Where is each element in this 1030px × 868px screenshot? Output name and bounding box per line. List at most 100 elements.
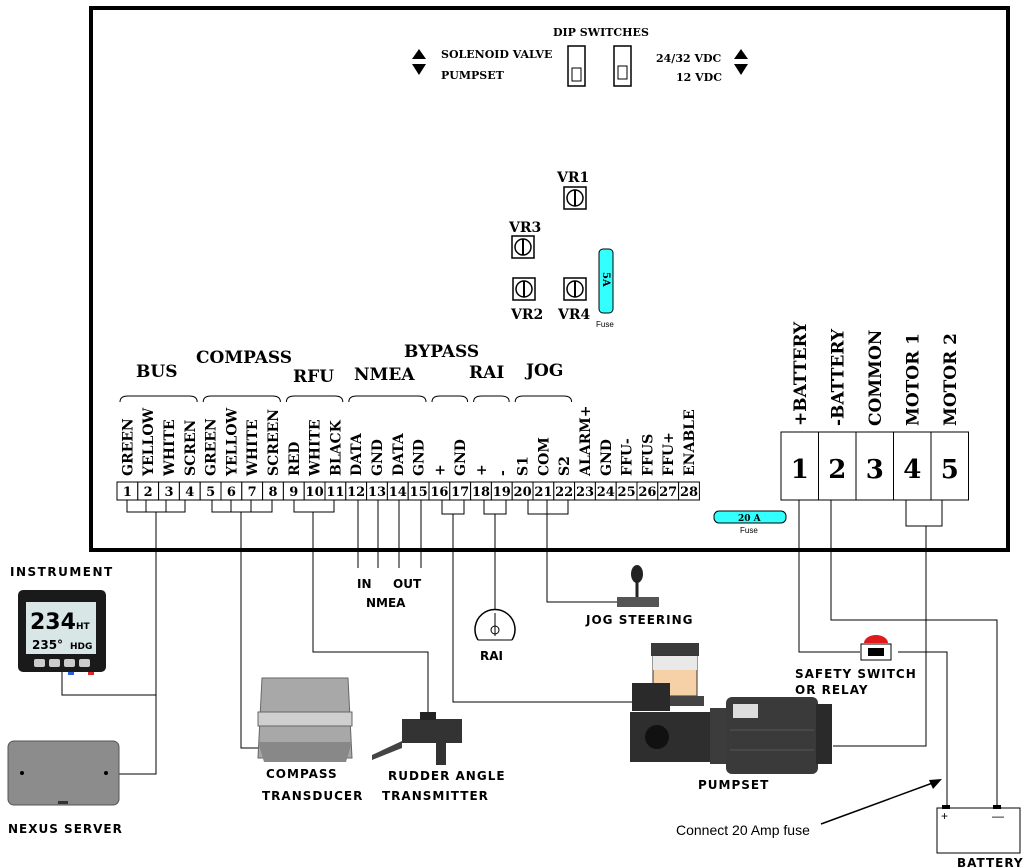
terminal-label: ALARM+ <box>578 406 594 477</box>
terminal-number: 2 <box>144 485 153 500</box>
instrument-unit: HT <box>76 622 91 632</box>
terminal-number: 20 <box>514 485 532 500</box>
nmea-out-label: OUT <box>393 577 422 591</box>
terminal-number: 16 <box>430 485 448 500</box>
group-braces <box>119 395 573 403</box>
terminal-number: 9 <box>289 485 298 500</box>
dip-2432v-label: 24/32 VDC <box>656 52 722 65</box>
nexus-label: NEXUS SERVER <box>8 822 123 836</box>
terminal-number: 14 <box>389 485 407 500</box>
rudder-label-2: TRANSMITTER <box>382 789 489 803</box>
power-terminal-label: -BATTERY <box>828 328 848 426</box>
down-arrow-icon <box>734 64 748 75</box>
power-terminal-number: 1 <box>791 455 809 485</box>
terminal-number: 1 <box>123 485 132 500</box>
terminal-number: 7 <box>248 485 257 500</box>
terminal-number: 17 <box>451 485 469 500</box>
terminal-label: GREEN <box>204 418 220 476</box>
power-terminal-5 <box>930 431 969 501</box>
instrument-button <box>79 659 90 667</box>
power-terminal-number: 3 <box>866 455 884 485</box>
vr3-label: VR3 <box>508 220 541 236</box>
dip-switch-panel: DIP SWITCHES SOLENOID VALVE PUMPSET 24/3… <box>412 26 748 87</box>
terminal-number: 25 <box>618 485 636 500</box>
fuse-20a <box>713 510 787 524</box>
group-compass: COMPASS <box>196 348 292 368</box>
group-nmea: NMEA <box>354 365 415 385</box>
instrument-button <box>64 659 75 667</box>
terminal-number: 12 <box>347 485 365 500</box>
power-terminal-1 <box>780 431 819 501</box>
terminal-label: FFU+ <box>661 432 677 476</box>
safety-label-2: OR RELAY <box>795 683 869 697</box>
terminal-label: BLACK <box>328 419 344 476</box>
terminal-label: WHITE <box>245 419 261 477</box>
instrument-sub-unit: HDG <box>70 642 92 652</box>
pumpset-label: PUMPSET <box>698 778 769 792</box>
instrument-button <box>34 659 45 667</box>
terminal-number: 4 <box>185 485 194 500</box>
terminal-label: SCREN <box>183 419 199 476</box>
arrow-head-icon <box>929 779 942 789</box>
dip-pumpset-label: PUMPSET <box>441 69 505 82</box>
terminal-strip: 1GREEN2YELLOW3WHITE4SCREN5GREEN6YELLOW7W… <box>116 406 700 501</box>
power-terminal-number: 4 <box>903 455 921 485</box>
battery-label: BATTERY <box>957 856 1024 868</box>
terminal-number: 13 <box>368 485 386 500</box>
group-bypass: BYPASS <box>404 342 479 362</box>
group-brace <box>431 395 469 403</box>
terminal-label: S2 <box>557 456 573 476</box>
compass-transducer-device: COMPASS TRANSDUCER <box>257 677 362 803</box>
terminal-number: 26 <box>638 485 656 500</box>
terminal-number: 18 <box>472 485 490 500</box>
terminal-label: FFU- <box>620 438 636 476</box>
instrument-connector-red <box>88 672 94 675</box>
group-brace <box>119 395 198 403</box>
terminal-number: 23 <box>576 485 594 500</box>
group-brace <box>348 395 427 403</box>
power-terminal-number: 5 <box>941 455 959 485</box>
terminal-label: GREEN <box>120 418 136 476</box>
fuse-5a-value: 5A <box>600 272 611 287</box>
power-terminal-label: COMMON <box>866 330 886 426</box>
svg-text:+: + <box>941 809 948 823</box>
terminal-number: 5 <box>206 485 215 500</box>
fuse-20a-value: 20 A <box>738 514 762 524</box>
terminal-number: 15 <box>410 485 428 500</box>
group-brace <box>202 395 281 403</box>
rai-label: RAI <box>480 649 503 663</box>
svg-text:—: — <box>992 809 1004 823</box>
power-terminal-number: 2 <box>828 455 846 485</box>
power-terminal-3 <box>855 431 894 501</box>
dip-solenoid-label: SOLENOID VALVE <box>441 48 552 61</box>
terminal-number: 3 <box>164 485 173 500</box>
terminal-label: WHITE <box>308 419 324 477</box>
terminal-label: SCREEN <box>266 409 282 476</box>
terminal-label: DATA <box>349 432 365 476</box>
fuse-note-arrow <box>820 780 939 825</box>
nexus-server-device: NEXUS SERVER <box>7 740 123 836</box>
terminal-number: 10 <box>306 485 324 500</box>
group-jog: JOG <box>524 361 563 381</box>
instrument-screen <box>26 602 96 654</box>
group-rfu: RFU <box>293 367 334 387</box>
power-terminal-2 <box>818 431 857 501</box>
terminal-label: YELLOW <box>224 407 240 477</box>
terminal-label: GND <box>453 439 469 476</box>
nmea-label: NMEA <box>366 596 406 610</box>
terminal-label: COM <box>536 437 552 476</box>
terminal-label: FFUS <box>640 434 656 476</box>
instrument-label: INSTRUMENT <box>10 565 114 579</box>
wiring <box>61 500 998 808</box>
rai-gauge-device: RAI <box>474 608 516 663</box>
instrument-connector-blue <box>68 672 74 675</box>
battery-body <box>936 807 1021 854</box>
vr2-label: VR2 <box>510 307 543 323</box>
up-arrow-icon <box>734 49 748 59</box>
potentiometers: VR1 VR3 VR2 VR4 5A Fuse <box>508 170 614 329</box>
terminal-number: 28 <box>680 485 698 500</box>
terminal-label: GND <box>370 439 386 476</box>
safety-switch-device: SAFETY SWITCH OR RELAY <box>795 635 916 697</box>
up-arrow-icon <box>412 49 426 59</box>
